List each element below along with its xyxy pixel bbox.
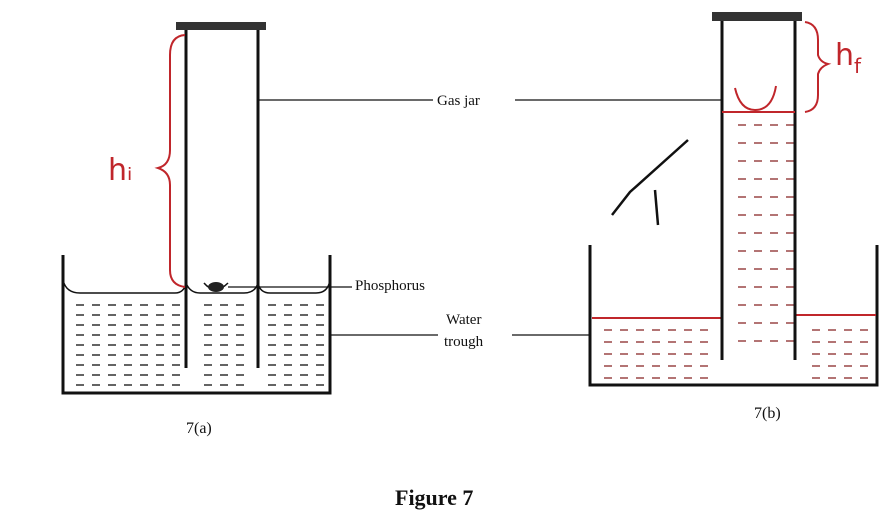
brace-hi: [154, 34, 186, 288]
tick-mark: [611, 139, 689, 226]
brace-hf: [804, 21, 832, 113]
label-h-final: hf: [835, 38, 862, 78]
water-dashes-a: [76, 304, 324, 386]
label-gas-jar: Gas jar: [437, 93, 480, 109]
water-trough-a: [61, 255, 332, 395]
label-phosphorus: Phosphorus: [355, 278, 425, 294]
caption-7b: 7(b): [754, 405, 781, 422]
gas-jar-a: [184, 30, 260, 368]
gas-jar-b: [720, 21, 797, 360]
apparatus-7a: hᵢ: [61, 22, 332, 395]
label-water-trough-2: trough: [444, 334, 484, 350]
leader-lines: [228, 99, 722, 336]
water-dashes-b: [604, 124, 868, 379]
label-water-trough-1: Water: [446, 312, 481, 328]
figure-caption: Figure 7: [395, 485, 473, 510]
meniscus-b: [734, 85, 777, 112]
apparatus-7b: hf: [588, 12, 879, 387]
phosphorus-lump: [208, 282, 224, 292]
inner-water-surface-a: [185, 282, 259, 294]
caption-7a: 7(a): [186, 420, 212, 437]
water-trough-b: [588, 245, 879, 387]
gas-jar-lid-b: [712, 12, 802, 21]
label-h-initial: hᵢ: [108, 153, 132, 188]
gas-jar-lid-a: [176, 22, 266, 30]
